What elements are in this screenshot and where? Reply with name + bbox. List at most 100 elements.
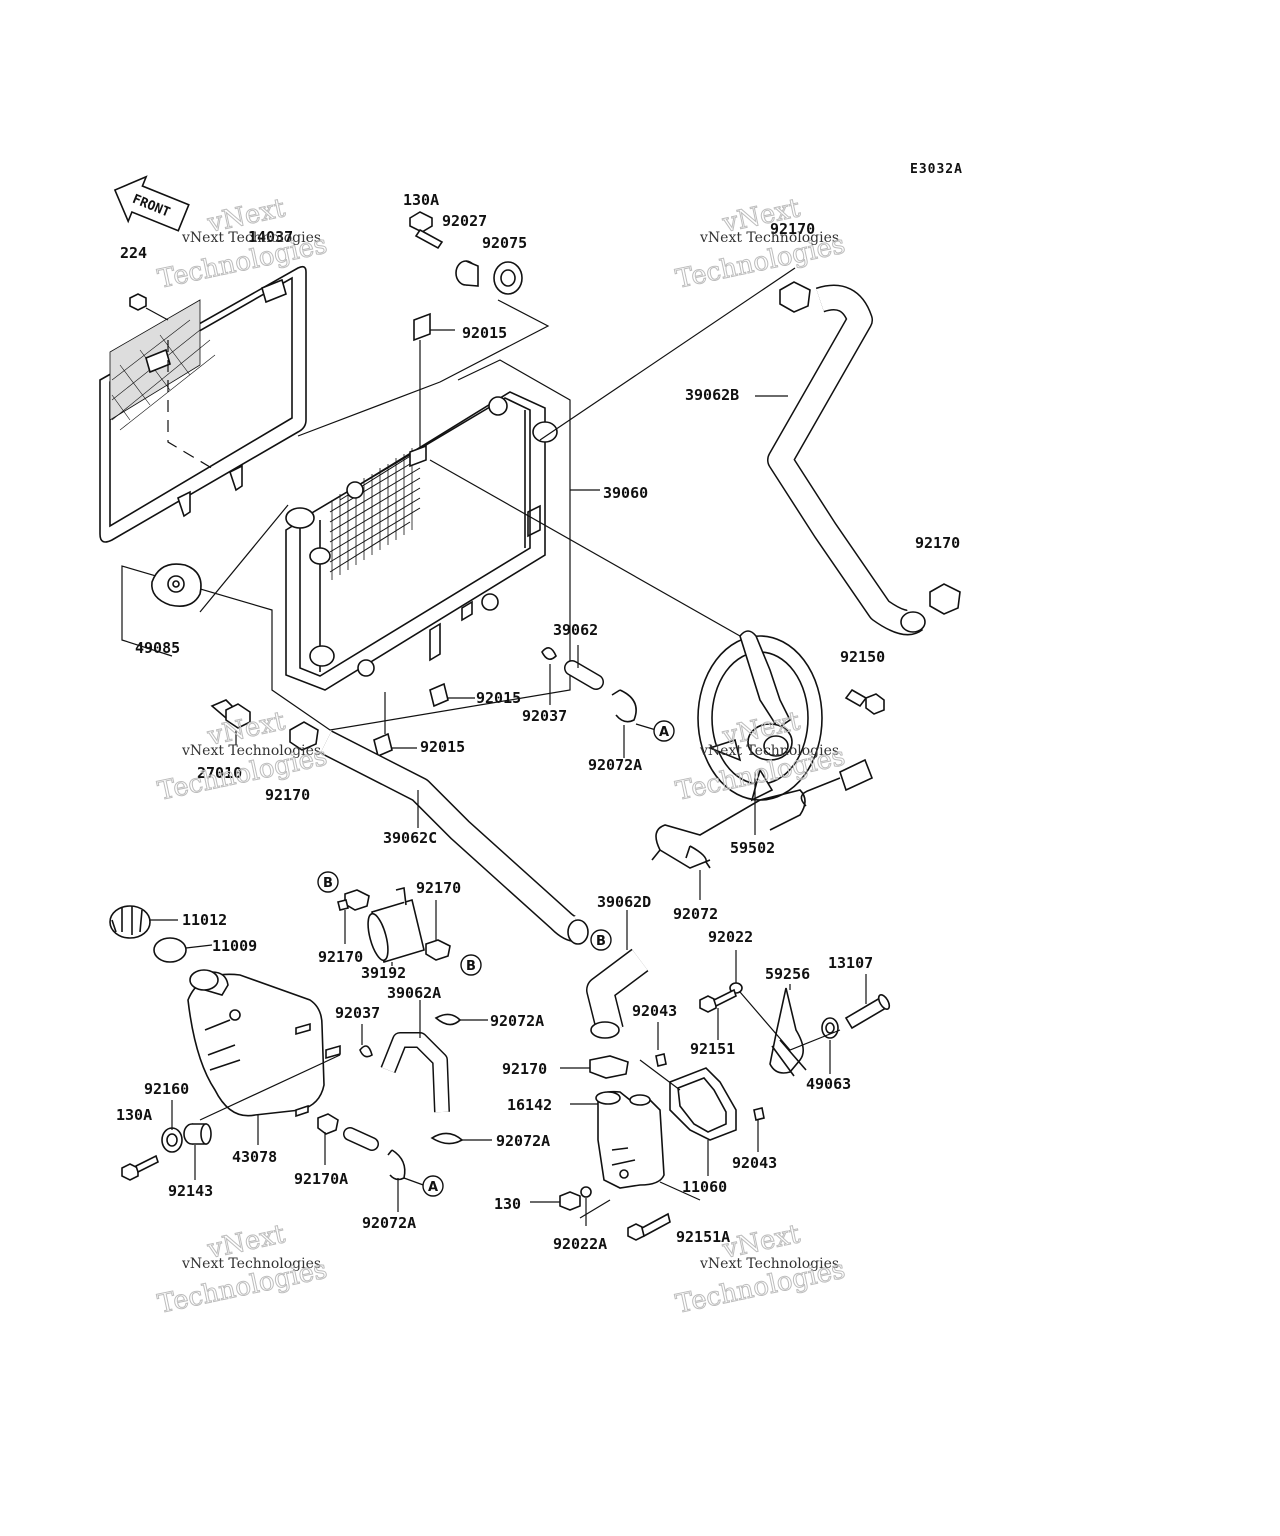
label-92170-left: 92170	[265, 786, 310, 804]
watermark-1: vNext vNext Technologies Technologies	[155, 193, 331, 296]
label-92151: 92151	[690, 1040, 735, 1058]
radiator	[285, 391, 558, 691]
washer-92022a	[580, 1186, 592, 1226]
lower-hose-39062d	[586, 910, 649, 1039]
clamp-92072a-d	[387, 1149, 427, 1212]
bolt-92151	[699, 988, 737, 1040]
radiator-screen	[99, 265, 307, 543]
label-59502: 59502	[730, 839, 775, 857]
fan-assembly	[429, 459, 874, 869]
ref-a-2: A	[422, 1175, 444, 1197]
svg-text:vNext Technologies: vNext Technologies	[181, 230, 321, 246]
label-92150: 92150	[840, 648, 885, 666]
label-11009: 11009	[212, 937, 257, 955]
part-labels: 224 14037 130A 92027 92075 92015 92170 3…	[116, 191, 960, 1253]
label-92037-a: 92037	[522, 707, 567, 725]
grommet-92160	[161, 1100, 183, 1153]
label-39062: 39062	[553, 621, 598, 639]
label-92170a: 92170A	[294, 1170, 348, 1188]
tank-cap-11012	[109, 905, 178, 939]
label-59256: 59256	[765, 965, 810, 983]
label-92143: 92143	[168, 1182, 213, 1200]
label-39062b: 39062B	[685, 386, 739, 404]
label-43078: 43078	[232, 1148, 277, 1166]
grommet-92075	[493, 261, 523, 295]
water-pump-cover	[570, 1090, 665, 1189]
bolt-130a-bottom	[121, 1154, 159, 1181]
clamp-92015-low	[373, 692, 417, 758]
label-92075: 92075	[482, 234, 527, 252]
gasket-11009	[153, 937, 213, 963]
thermo-switch	[210, 699, 251, 745]
svg-text:A: A	[659, 725, 669, 740]
label-92170-pump: 92170	[502, 1060, 547, 1078]
shaft-13107	[844, 974, 891, 1030]
pipe-39192	[367, 887, 425, 966]
svg-text:A: A	[428, 1180, 438, 1195]
clamp-92072	[685, 845, 711, 900]
label-13107: 13107	[828, 954, 873, 972]
clamp-92170-f	[425, 900, 451, 961]
label-130a-top: 130A	[403, 191, 439, 209]
clip-92037-a	[541, 647, 557, 705]
collar-92027	[455, 260, 479, 287]
label-92072a-b: 92072A	[490, 1012, 544, 1030]
seal-49063	[821, 1017, 839, 1074]
label-39062d: 39062D	[597, 893, 651, 911]
label-14037: 14037	[248, 228, 293, 246]
clip-92037-b	[359, 1024, 373, 1058]
label-92022a: 92022A	[553, 1235, 607, 1253]
clip-92170a	[317, 1113, 339, 1165]
clamp-92015-mid	[429, 682, 475, 708]
label-92072a-c: 92072A	[496, 1132, 550, 1150]
label-49063: 49063	[806, 1075, 851, 1093]
label-11060: 11060	[682, 1178, 727, 1196]
bolt-224	[129, 293, 169, 321]
reservoir-tank	[187, 969, 341, 1145]
clamp-92170-g	[560, 1055, 629, 1079]
label-92022: 92022	[708, 928, 753, 946]
svg-text:B: B	[323, 876, 333, 891]
ref-b-1: B	[317, 871, 339, 893]
label-92015-mid: 92015	[476, 689, 521, 707]
gasket-11060	[669, 1067, 737, 1176]
label-49085: 49085	[135, 639, 180, 657]
label-16142: 16142	[507, 1096, 552, 1114]
clamp-92072a-a	[611, 689, 657, 758]
bolt-130	[530, 1191, 581, 1211]
ref-a-1: A	[653, 720, 675, 742]
hose-short	[343, 1127, 379, 1151]
bolt-92151a	[627, 1212, 671, 1241]
hose-39062a	[380, 1000, 450, 1113]
svg-text:vNext Technologies: vNext Technologies	[699, 1256, 839, 1272]
label-92170-b-left: 92170	[318, 948, 363, 966]
label-39062c: 39062C	[383, 829, 437, 847]
label-92072a-a: 92072A	[588, 756, 642, 774]
clamp-92072a-b	[434, 1013, 488, 1026]
label-92072a-d: 92072A	[362, 1214, 416, 1232]
watermark-5: vNext vNext Technologies Technologies	[155, 1219, 331, 1321]
label-92160: 92160	[144, 1080, 189, 1098]
front-arrow-icon: FRONT	[113, 175, 190, 232]
lower-hose-39062c	[289, 721, 589, 945]
ref-b-3: B	[590, 929, 612, 951]
label-92015-top: 92015	[462, 324, 507, 342]
svg-text:B: B	[466, 959, 476, 974]
label-92151a: 92151A	[676, 1228, 730, 1246]
svg-text:vNext Technologies: vNext Technologies	[181, 743, 321, 759]
svg-text:B: B	[596, 934, 606, 949]
label-11012: 11012	[182, 911, 227, 929]
label-39062a: 39062A	[387, 984, 441, 1002]
pin-92043-b	[753, 1107, 765, 1152]
label-92170-top: 92170	[770, 220, 815, 238]
label-92072: 92072	[673, 905, 718, 923]
label-92015-low: 92015	[420, 738, 465, 756]
label-92043-a: 92043	[632, 1002, 677, 1020]
svg-text:vNext Technologies: vNext Technologies	[181, 1256, 321, 1272]
label-92027: 92027	[442, 212, 487, 230]
label-27010: 27010	[197, 764, 242, 782]
label-130: 130	[494, 1195, 521, 1213]
label-92043-b: 92043	[732, 1154, 777, 1172]
upper-hose-39062b	[539, 267, 961, 636]
